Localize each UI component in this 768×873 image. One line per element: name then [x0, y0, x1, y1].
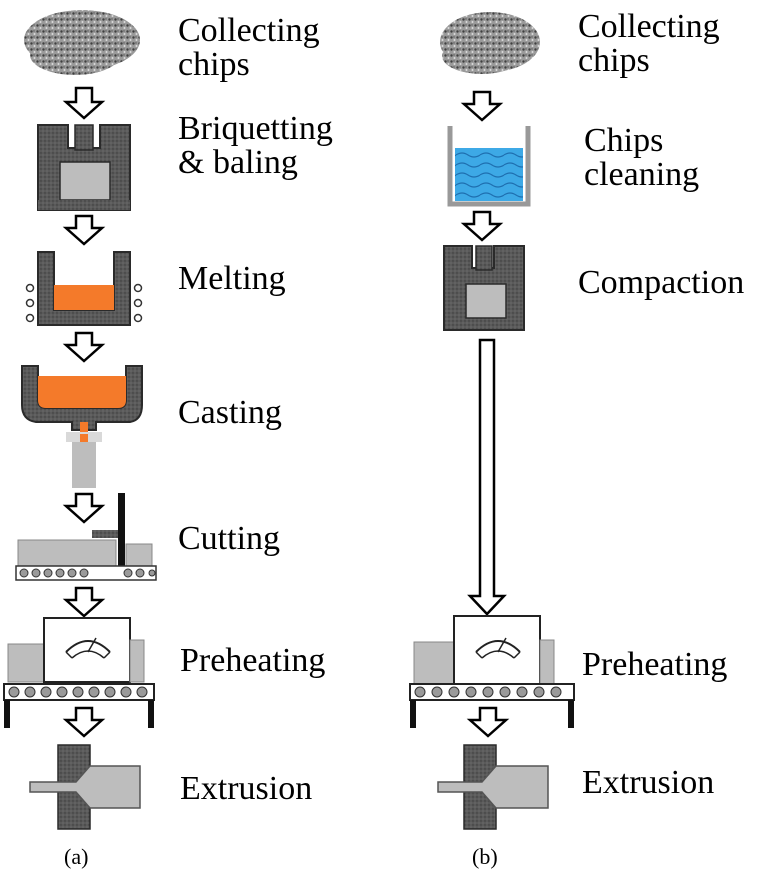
step-b5-label: Extrusion: [582, 764, 715, 801]
flow-arrow-icon: [62, 586, 106, 618]
briquetting-press-icon: [37, 124, 131, 211]
flow-arrow-icon: [62, 331, 106, 363]
casting-ladle-icon: [21, 365, 143, 488]
step-a3-label: Melting: [178, 260, 286, 297]
panel-b-caption: (b): [472, 844, 498, 869]
compaction-press-icon: [443, 245, 525, 331]
cleaning-bath-icon: [447, 126, 531, 207]
flow-arrow-icon: [62, 214, 106, 246]
step-b2-label: Chips cleaning: [584, 122, 700, 193]
step-a2-label: Briquetting & baling: [178, 110, 333, 181]
flow-arrow-icon: [62, 492, 106, 524]
extrusion-die-icon: [437, 744, 549, 830]
step-a5-label: Cutting: [178, 520, 281, 557]
panel-a-caption: (a): [64, 844, 89, 869]
step-a6-label: Preheating: [180, 642, 326, 679]
extrusion-die-icon: [29, 744, 141, 830]
cutting-saw-icon: [15, 493, 157, 581]
step-b4-label: Preheating: [582, 646, 728, 683]
step-a4-label: Casting: [178, 394, 282, 431]
step-b3-label: Compaction: [578, 264, 745, 301]
preheating-oven-icon: [409, 615, 575, 728]
step-b1-label: Collecting chips: [578, 8, 720, 79]
flow-arrow-icon: [62, 86, 106, 120]
flow-arrow-icon: [466, 706, 510, 738]
flow-arrow-icon: [62, 706, 106, 738]
step-a1-label: Collecting chips: [178, 12, 320, 83]
step-a7-label: Extrusion: [180, 770, 313, 807]
preheating-oven-icon: [3, 617, 155, 728]
chips-pile-icon: [440, 12, 540, 74]
flow-arrow-icon: [460, 90, 504, 122]
chips-pile-icon: [24, 10, 140, 75]
long-flow-arrow-icon: [467, 338, 507, 616]
flow-arrow-icon: [460, 210, 504, 242]
melting-furnace-icon: [25, 251, 143, 326]
